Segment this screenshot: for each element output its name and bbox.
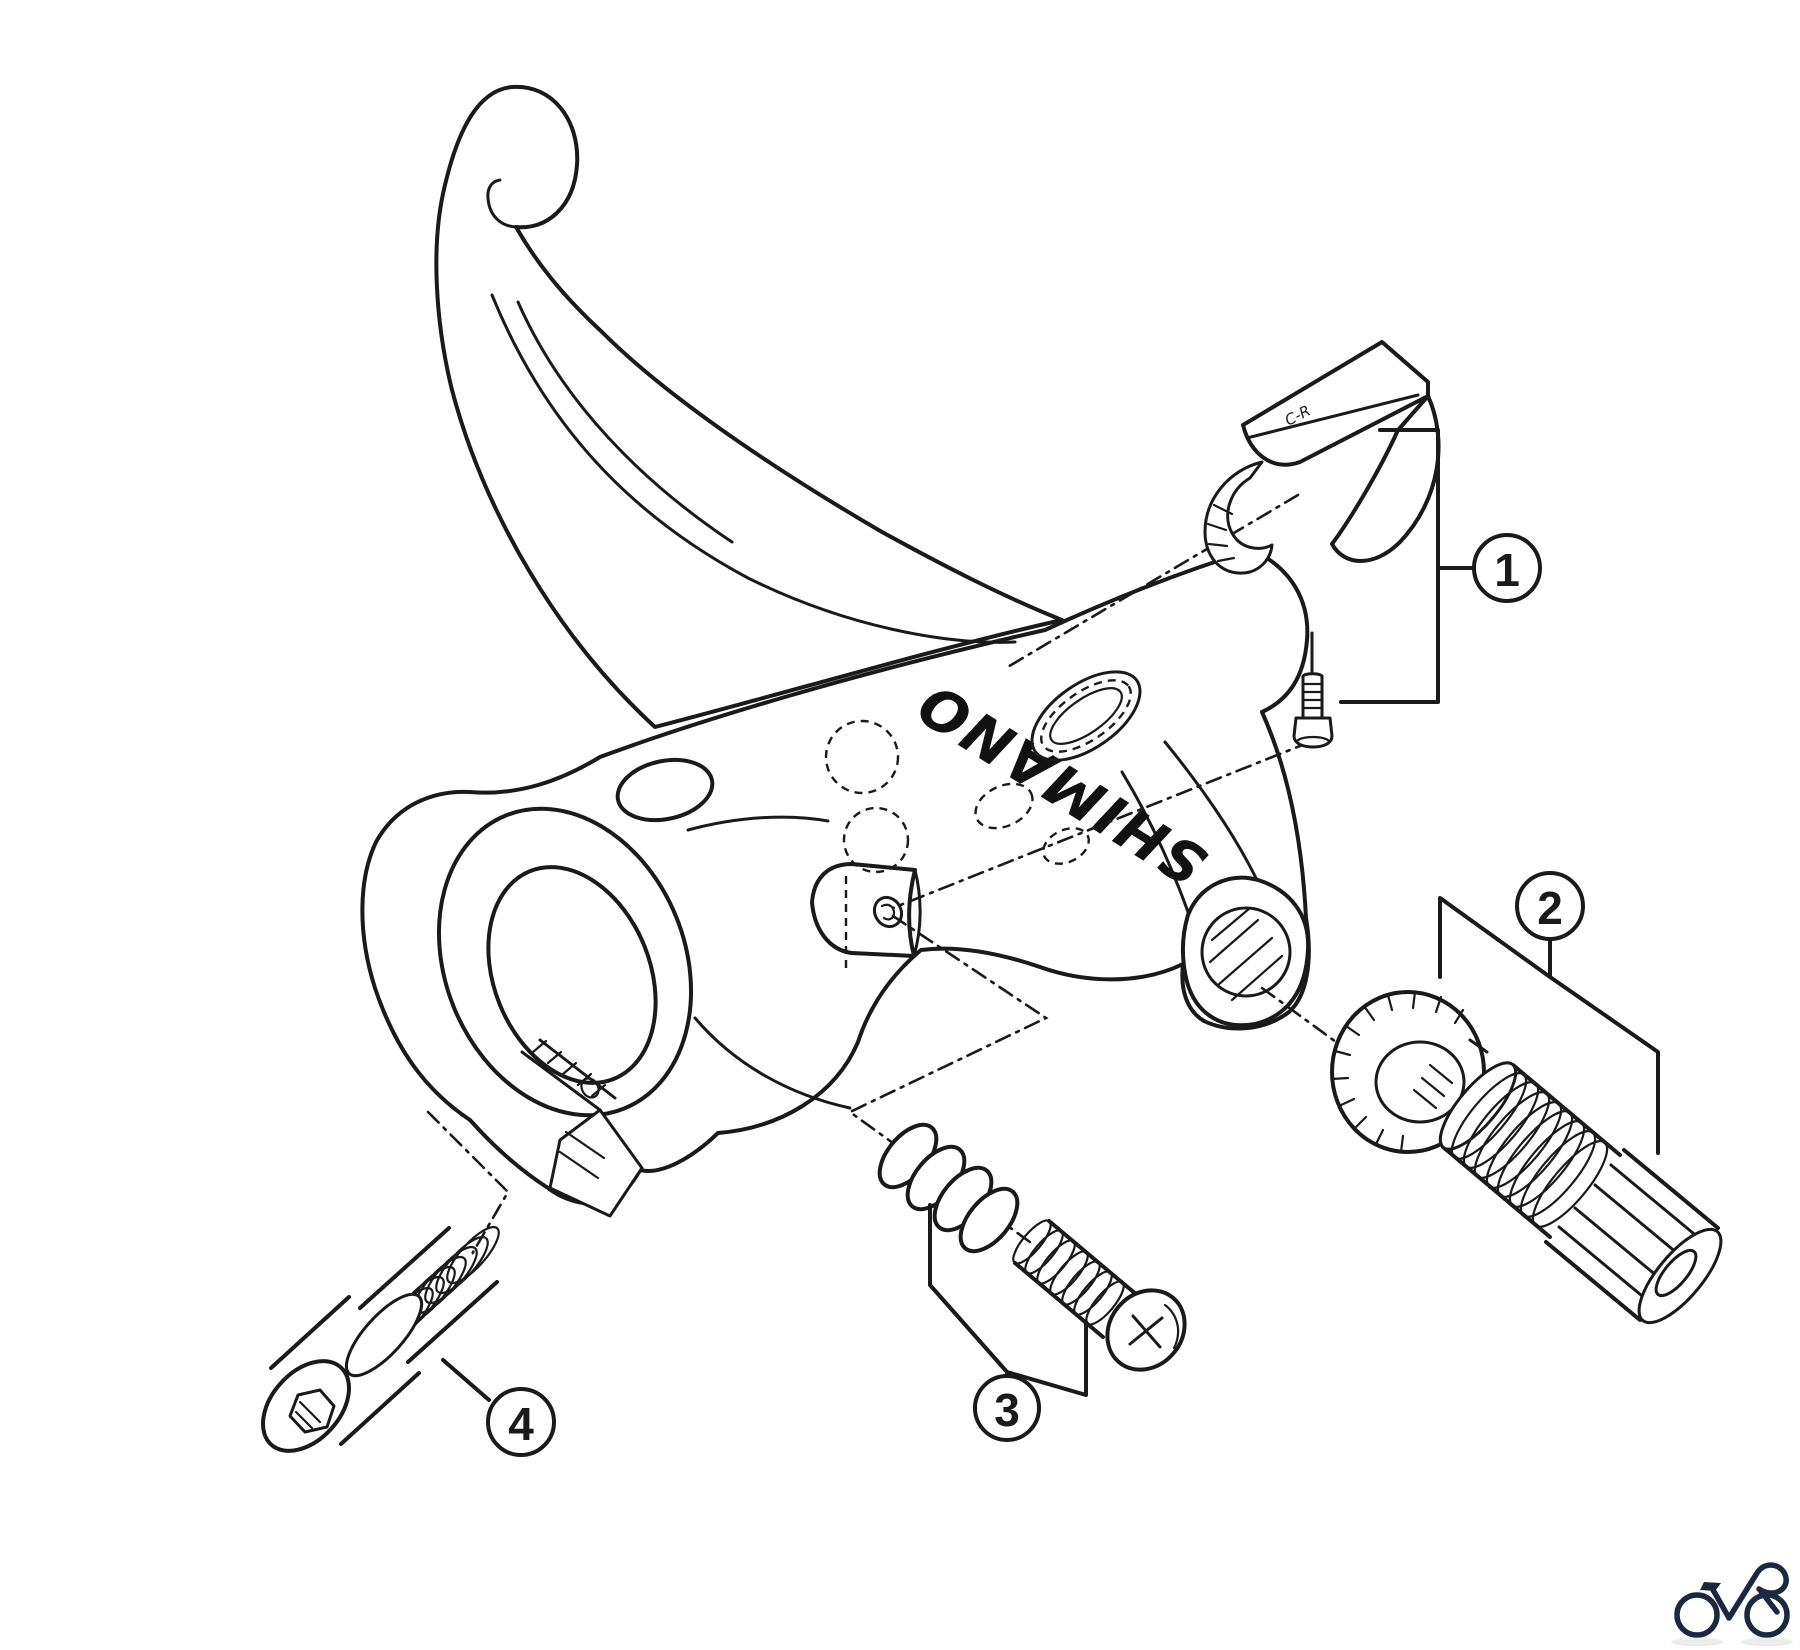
barrel-bore [1654,1248,1698,1298]
callout-bracket-2 [1438,896,1660,1155]
bolt-head-neck [344,1292,424,1378]
part-adjust-screw [1012,1219,1187,1372]
callout-label-4: 4 [508,1398,534,1450]
callout-label-1: 1 [1494,544,1520,596]
wheel-shadow-left [1671,1638,1723,1646]
callout-circle-2 [1515,871,1585,941]
lock-ring-inner-threads [1412,1063,1454,1110]
callout-circle-4 [486,1387,556,1457]
lug-bolt-hole [580,1077,600,1099]
wheel-shadow-right [1741,1638,1793,1646]
cable-anchor-block [810,862,922,958]
callout-3: 3 [928,1203,1088,1442]
lock-ring-knurl [1330,990,1465,1154]
handlebar-clamp-band [436,806,694,1218]
lock-ring-bore [1374,1040,1466,1124]
barrel-knurl-flutes [1557,1163,1707,1307]
clamp-outer-rim [436,806,694,1118]
axis-screw1-to-block [891,740,1312,910]
axis-hook-to-body [1004,493,1300,670]
bolt-head-face [260,1359,352,1453]
barrel-threads [1450,1072,1609,1228]
screw1-shaft [1301,672,1324,720]
pivot-reference-circles [824,719,1090,968]
logo-handlebar [1700,1582,1721,1591]
callout-1: 1 [1339,428,1542,704]
callout-label-2: 2 [1537,882,1563,934]
body-oval-hole [615,757,715,823]
lever-blade [434,84,1064,729]
clamp-slot [520,1038,617,1112]
clamp-back-rim [693,1016,852,1110]
lever-body: SHIMANO [360,548,1311,1218]
adjust-screw-threads [1012,1219,1125,1326]
axis-boss-to-ring [1260,986,1338,1044]
screw-head-cross [1128,1314,1164,1349]
part-lock-ring [1330,990,1489,1154]
callout-circle-3 [973,1374,1041,1442]
bicycle-logo [1671,1562,1793,1646]
callout-label-3: 3 [994,1384,1020,1436]
adjuster-arm-edge-2 [1120,770,1190,914]
part-fixing-screw [1292,631,1334,749]
adjuster-boss [1180,875,1311,1028]
blade-contour-2 [516,300,734,544]
logo-front-wheel [1674,1592,1720,1638]
axis-clamp-to-bolt [426,1110,510,1256]
boss-thread-lines [1208,906,1284,1002]
boss-threaded-bore [1200,906,1292,998]
bolt-hex-socket [288,1388,336,1434]
callout-circle-1 [1472,533,1542,603]
screw1-head [1292,716,1334,749]
axis-block-to-part3 [847,914,1162,1338]
blade-outline [434,84,1064,729]
part-barrel-adjuster [1438,1061,1723,1325]
callout-2: 2 [1438,871,1660,1155]
callout-leader-4 [441,1358,491,1402]
part-return-spring [877,1122,1020,1254]
blade-contour-1 [490,293,1017,644]
barrel-outline [1441,1063,1720,1322]
callout-4: 4 [441,1358,556,1457]
callout-bracket-1 [1339,428,1475,704]
blade-curl-spiral [486,178,518,229]
part-cable-hook: C-R [1203,340,1441,575]
oval-badge [1030,670,1142,762]
logo-frame [1709,1562,1789,1621]
adjuster-arm-edge [1163,740,1258,880]
part-clamp-bolt [260,1225,500,1453]
clamp-bolt-lug [548,1077,644,1218]
clamp-bore [486,865,658,1085]
bolt-head-sides [269,1295,421,1446]
body-ridge-line [686,815,830,832]
